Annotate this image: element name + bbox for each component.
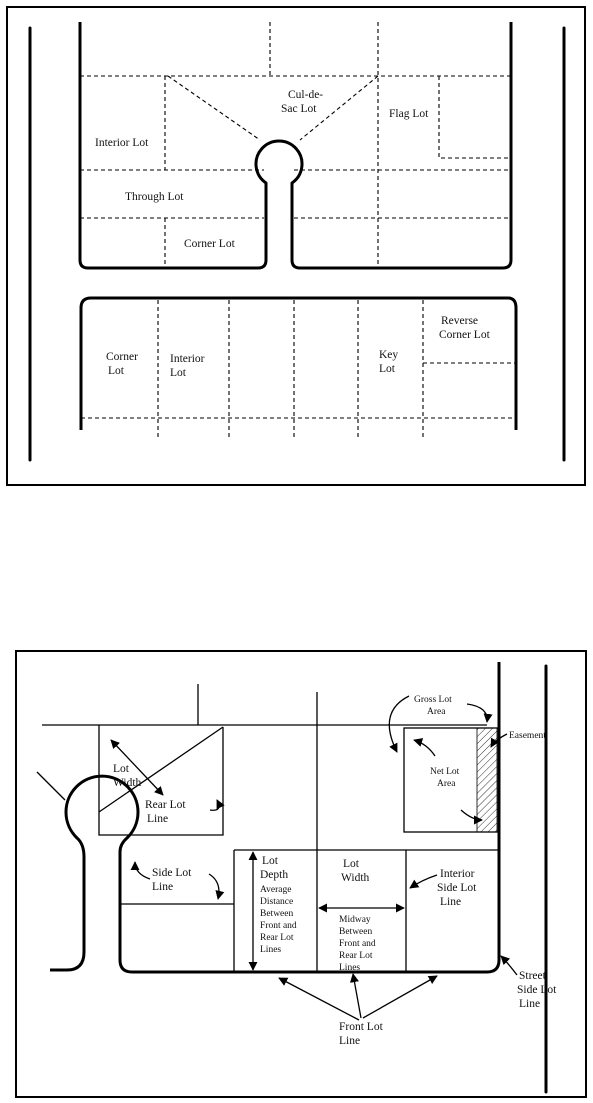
- interior-side-lot-line-label: Interior Side Lot Line: [437, 868, 479, 908]
- flag-lot-line: [438, 76, 511, 159]
- net-lot-area-arrow: [413, 738, 436, 757]
- gross-lot-area-arrow: [388, 695, 410, 753]
- easement-label: Easement: [509, 731, 546, 741]
- front-lot-line-arrow: [362, 975, 438, 1019]
- lot-line: [167, 75, 261, 141]
- lot-types-diagram: Cul-de- Sac Lot Flag Lot Interior Lot Th…: [28, 22, 566, 462]
- cul-de-sac-curb: [50, 774, 140, 972]
- lot-measurements-diagram: Gross Lot Area Easement Net Lot Area Lot…: [36, 662, 559, 1094]
- front-lot-line-label: Front Lot Line: [339, 1021, 386, 1047]
- corner-lot-label: Corner Lot: [106, 351, 141, 377]
- cul-de-sac-lot-line: [36, 771, 66, 801]
- gross-lot-area-arrow: [466, 703, 493, 723]
- lot-line: [98, 725, 224, 836]
- lot-width-label: Lot Width: [113, 763, 142, 789]
- street-side-lot-line-arrow: [500, 955, 518, 976]
- interior-lot-label: Interior Lot: [170, 353, 207, 379]
- gross-lot-area-label: Gross Lot Area: [414, 695, 454, 717]
- lot-depth-note: Average Distance Between Front and Rear …: [260, 885, 299, 955]
- interior-side-lot-line-arrow: [409, 874, 438, 889]
- net-lot-area-label: Net Lot Area: [430, 767, 462, 789]
- street-side-lot-line-label: Street Side Lot Line: [517, 970, 559, 1010]
- corner-lot-label: Corner Lot: [184, 238, 236, 250]
- reverse-corner-lot-label: Reverse Corner Lot: [439, 315, 491, 341]
- lot-outline: [403, 727, 500, 833]
- lot-types-diagram-panel: Cul-de- Sac Lot Flag Lot Interior Lot Th…: [6, 6, 586, 486]
- lot-width-arrow: [110, 739, 164, 796]
- lower-block-curb: [79, 296, 518, 430]
- rear-lot-line-label: Rear Lot Line: [145, 799, 188, 825]
- lot-width-label: Lot Width: [341, 858, 370, 884]
- net-lot-area-arrow: [460, 809, 483, 825]
- key-lot-label: Key Lot: [379, 349, 401, 375]
- side-lot-line-label: Side Lot Line: [152, 867, 194, 893]
- rear-lot-line-arrow: [209, 799, 225, 811]
- front-lot-line-arrow: [278, 977, 360, 1021]
- through-lot-label: Through Lot: [125, 191, 184, 203]
- interior-lot-label: Interior Lot: [95, 137, 149, 149]
- flag-lot-label: Flag Lot: [389, 108, 429, 120]
- side-lot-line-arrow: [208, 873, 225, 900]
- cul-de-sac-lot-label: Cul-de- Sac Lot: [281, 89, 326, 115]
- upper-block-curb: [78, 22, 513, 270]
- lot-line: [299, 75, 379, 141]
- lot-depth-label: Lot Depth: [260, 855, 288, 881]
- lot-width-note: Midway Between Front and Rear Lot Lines: [339, 915, 378, 973]
- block-curb: [118, 662, 501, 974]
- front-lot-line-arrow: [349, 973, 362, 1019]
- side-lot-line-arrow: [130, 861, 151, 880]
- lot-measurements-diagram-panel: Gross Lot Area Easement Net Lot Area Lot…: [15, 650, 587, 1098]
- easement-arrow: [490, 733, 508, 748]
- easement-area: [476, 727, 498, 833]
